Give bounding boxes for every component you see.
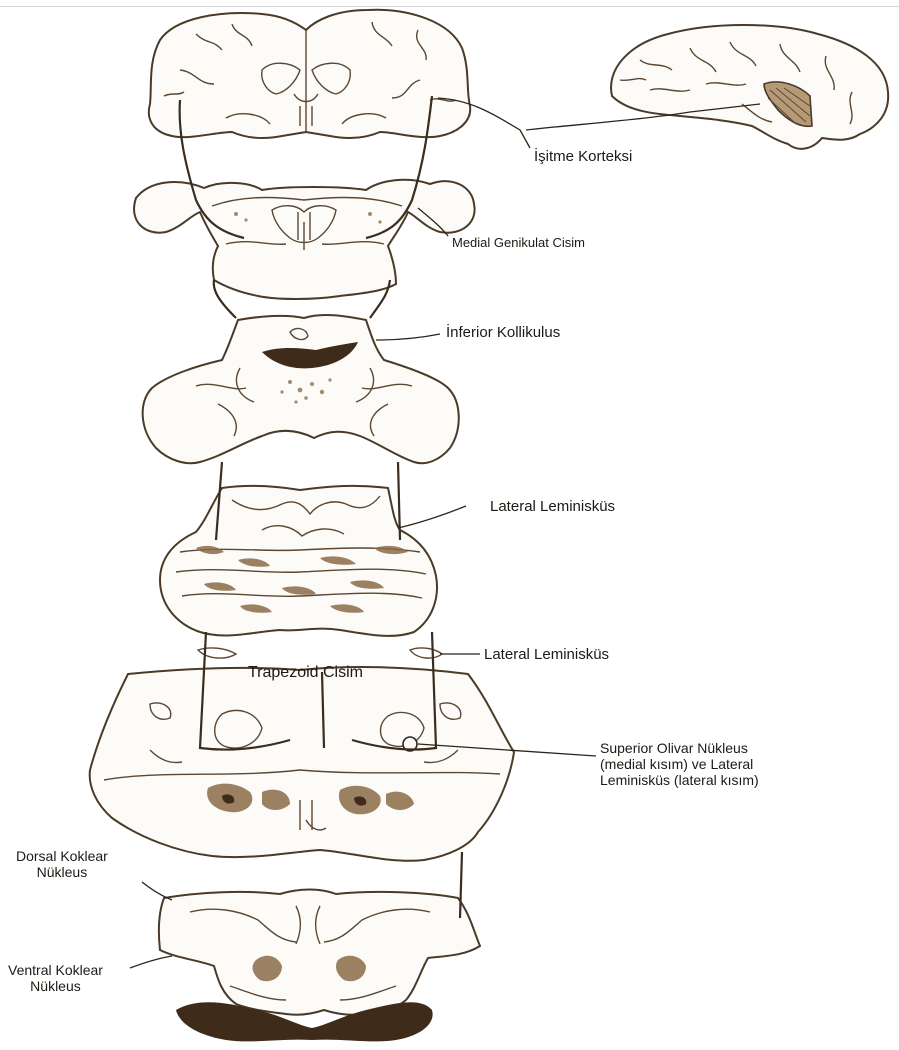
thalamus-midbrain-section — [134, 180, 475, 299]
pons-section — [160, 486, 437, 636]
label-lateral-lemniscus-upper: Lateral Leminisküs — [490, 498, 615, 515]
inferior-colliculus-section — [143, 315, 459, 463]
label-trapezoid-body: Trapezoid Cisim — [248, 664, 363, 682]
label-auditory-cortex: İşitme Korteksi — [534, 148, 632, 165]
label-dorsal-cochlear: Dorsal Koklear Nükleus — [16, 848, 108, 880]
label-lateral-lemniscus-lower: Lateral Leminisküs — [484, 646, 609, 663]
leader-ventral-cochlear — [130, 956, 172, 968]
leader-inferior-colliculus — [376, 334, 440, 340]
medulla-section — [159, 890, 480, 1042]
label-inferior-colliculus: İnferior Kollikulus — [446, 324, 560, 341]
ventral-lemniscus-right — [410, 648, 442, 658]
leader-lateral-lemniscus-upper — [398, 506, 466, 528]
cerebrum-coronal-section — [149, 10, 470, 138]
label-superior-olivary: Superior Olivar Nükleus (medial kısım) v… — [600, 740, 759, 788]
lateral-brain-view — [611, 25, 888, 149]
label-ventral-cochlear: Ventral Koklear Nükleus — [8, 962, 103, 994]
label-medial-geniculate: Medial Genikulat Cisim — [452, 236, 585, 251]
